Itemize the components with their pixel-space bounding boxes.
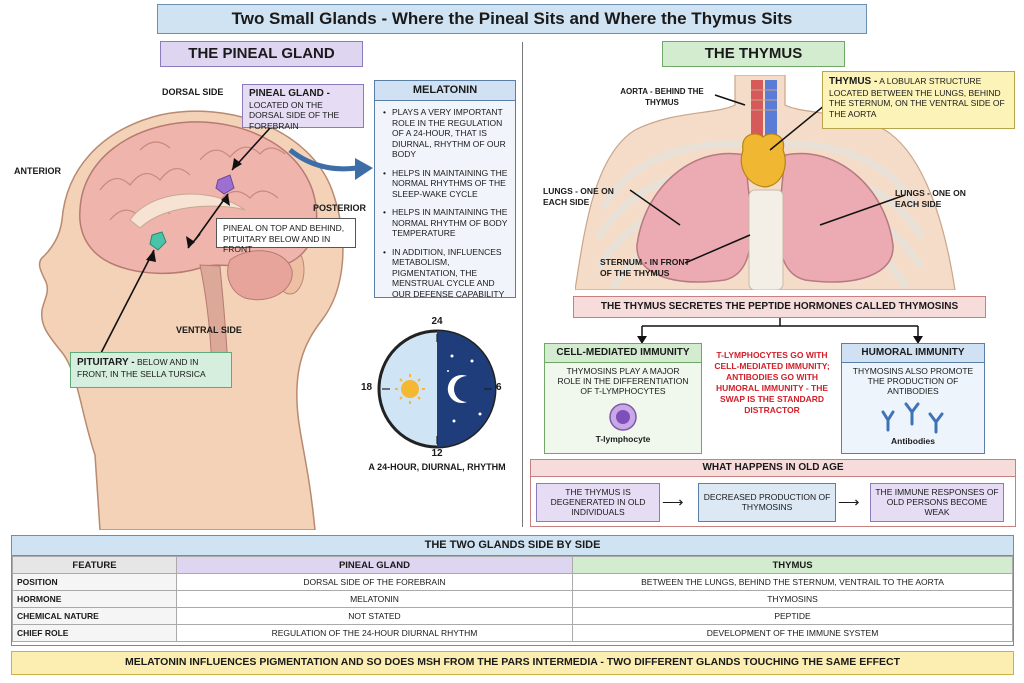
right-lung bbox=[777, 152, 894, 283]
distractor-warning: T-LYMPHOCYTES GO WITH CELL-MEDIATED IMMU… bbox=[714, 350, 830, 415]
melatonin-item: PLAYS A VERY IMPORTANT ROLE IN THE REGUL… bbox=[383, 107, 509, 160]
arrow-right-icon: ⟶ bbox=[662, 494, 684, 511]
table-cell: NOT STATED bbox=[176, 607, 573, 625]
table-cell: BETWEEN THE LUNGS, BEHIND THE STERNUM, V… bbox=[572, 573, 1013, 591]
table-cell: POSITION bbox=[12, 573, 177, 591]
thymus-gland bbox=[740, 133, 786, 188]
melatonin-item: HELPS IN MAINTAINING THE NORMAL RHYTHM O… bbox=[383, 207, 509, 239]
ventral-label: VENTRAL SIDE bbox=[176, 325, 242, 335]
sun-icon bbox=[401, 380, 419, 398]
col-pineal: PINEAL GLAND bbox=[176, 556, 573, 574]
pituitary-marker bbox=[149, 231, 167, 251]
pineal-callout: PINEAL GLAND - LOCATED ON THE DORSAL SID… bbox=[242, 84, 364, 131]
relation-note: PINEAL ON TOP AND BEHIND, PITUITARY BELO… bbox=[216, 218, 356, 254]
table-cell: REGULATION OF THE 24-HOUR DIURNAL RHYTHM bbox=[176, 624, 573, 642]
aorta-label: AORTA - BEHIND THE THYMUS bbox=[620, 87, 704, 107]
melatonin-item: IN ADDITION, INFLUENCES METABOLISM, PIGM… bbox=[383, 247, 509, 300]
clock-label-bottom: 12 bbox=[431, 448, 443, 459]
cell-mediated-box: CELL-MEDIATED IMMUNITY THYMOSINS PLAY A … bbox=[544, 343, 702, 454]
humoral-box: HUMORAL IMMUNITY THYMOSINS ALSO PROMOTE … bbox=[841, 343, 985, 454]
pineal-callout-title: PINEAL GLAND - bbox=[249, 88, 330, 99]
section-divider bbox=[522, 42, 523, 527]
thymus-callout-text: A LOBULAR STRUCTURE LOCATED BETWEEN THE … bbox=[829, 76, 1005, 119]
table-cell: DEVELOPMENT OF THE IMMUNE SYSTEM bbox=[572, 624, 1013, 642]
head-illustration bbox=[38, 110, 344, 530]
old-age-step: DECREASED PRODUCTION OF THYMOSINS bbox=[698, 483, 836, 522]
clock-label-right: 6 bbox=[496, 382, 502, 393]
anterior-label: ANTERIOR bbox=[14, 166, 61, 176]
footer-note: MELATONIN INFLUENCES PIGMENTATION AND SO… bbox=[11, 651, 1014, 675]
comparison-heading: THE TWO GLANDS SIDE BY SIDE bbox=[12, 536, 1013, 556]
table-cell: DORSAL SIDE OF THE FOREBRAIN bbox=[176, 573, 573, 591]
pineal-heading: THE PINEAL GLAND bbox=[160, 41, 363, 67]
right-lungs-label: LUNGS - ONE ON EACH SIDE bbox=[895, 188, 966, 209]
arrow-right-icon: ⟶ bbox=[838, 494, 860, 511]
antibodies-icon bbox=[881, 402, 944, 434]
humoral-text: THYMOSINS ALSO PROMOTE THE PRODUCTION OF… bbox=[852, 366, 974, 396]
melatonin-heading: MELATONIN bbox=[375, 81, 515, 101]
melatonin-box: MELATONIN PLAYS A VERY IMPORTANT ROLE IN… bbox=[374, 80, 516, 300]
left-lungs-label: LUNGS - ONE ON EACH SIDE bbox=[543, 186, 614, 207]
thymus-heading: THE THYMUS bbox=[662, 41, 845, 67]
table-row: CHIEF ROLE REGULATION OF THE 24-HOUR DIU… bbox=[12, 624, 1013, 642]
cell-mediated-heading: CELL-MEDIATED IMMUNITY bbox=[545, 344, 701, 363]
humoral-heading: HUMORAL IMMUNITY bbox=[842, 344, 984, 363]
table-row: POSITION DORSAL SIDE OF THE FOREBRAIN BE… bbox=[12, 573, 1013, 591]
diurnal-clock bbox=[377, 329, 497, 449]
branch-connector bbox=[637, 318, 923, 344]
left-lung bbox=[636, 152, 753, 283]
old-age-heading: WHAT HAPPENS IN OLD AGE bbox=[531, 460, 1015, 477]
pineal-gland-marker bbox=[215, 174, 235, 195]
old-age-step: THE IMMUNE RESPONSES OF OLD PERSONS BECO… bbox=[870, 483, 1004, 522]
clock-caption: A 24-HOUR, DIURNAL, RHYTHM bbox=[368, 462, 506, 472]
table-cell: CHIEF ROLE bbox=[12, 624, 177, 642]
table-cell: MELATONIN bbox=[176, 590, 573, 608]
table-cell: THYMOSINS bbox=[572, 590, 1013, 608]
thymosin-banner: THE THYMUS SECRETES THE PEPTIDE HORMONES… bbox=[573, 296, 986, 318]
old-age-step: THE THYMUS IS DEGENERATED IN OLD INDIVID… bbox=[536, 483, 660, 522]
thymus-callout-title: THYMUS - bbox=[829, 76, 878, 87]
melatonin-arrow bbox=[288, 148, 373, 180]
table-cell: CHEMICAL NATURE bbox=[12, 607, 177, 625]
clock-label-left: 18 bbox=[361, 382, 373, 393]
col-feature: FEATURE bbox=[12, 556, 177, 574]
col-thymus: THYMUS bbox=[572, 556, 1013, 574]
dorsal-label: DORSAL SIDE bbox=[162, 87, 224, 97]
t-lymphocyte-caption: T-lymphocyte bbox=[595, 434, 651, 444]
t-lymphocyte-icon bbox=[609, 403, 637, 431]
pituitary-text: BELOW AND IN FRONT, IN THE SELLA TURSICA bbox=[77, 357, 206, 379]
sternum-label: STERNUM - IN FRONT OF THE THYMUS bbox=[600, 257, 690, 278]
posterior-label: POSTERIOR bbox=[313, 203, 367, 213]
table-cell: PEPTIDE bbox=[572, 607, 1013, 625]
page-title: Two Small Glands - Where the Pineal Sits… bbox=[157, 4, 867, 34]
comparison-table: THE TWO GLANDS SIDE BY SIDE FEATURE PINE… bbox=[11, 535, 1014, 646]
pituitary-callout: PITUITARY - BELOW AND IN FRONT, IN THE S… bbox=[70, 352, 232, 388]
antibodies-caption: Antibodies bbox=[891, 436, 935, 446]
pituitary-title: PITUITARY - bbox=[77, 357, 135, 368]
thymus-callout: THYMUS - A LOBULAR STRUCTURE LOCATED BET… bbox=[822, 71, 1015, 129]
table-row: HORMONE MELATONIN THYMOSINS bbox=[12, 590, 1013, 608]
table-cell: HORMONE bbox=[12, 590, 177, 608]
old-age-panel: WHAT HAPPENS IN OLD AGE bbox=[530, 459, 1016, 527]
melatonin-item: HELPS IN MAINTAINING THE NORMAL RHYTHMS … bbox=[383, 168, 509, 200]
cell-mediated-text: THYMOSINS PLAY A MAJOR ROLE IN THE DIFFE… bbox=[557, 366, 689, 396]
moon-icon bbox=[447, 375, 467, 403]
clock-label-top: 24 bbox=[431, 316, 443, 327]
table-row: CHEMICAL NATURE NOT STATED PEPTIDE bbox=[12, 607, 1013, 625]
pineal-callout-text: LOCATED ON THE DORSAL SIDE OF THE FOREBR… bbox=[249, 99, 340, 131]
